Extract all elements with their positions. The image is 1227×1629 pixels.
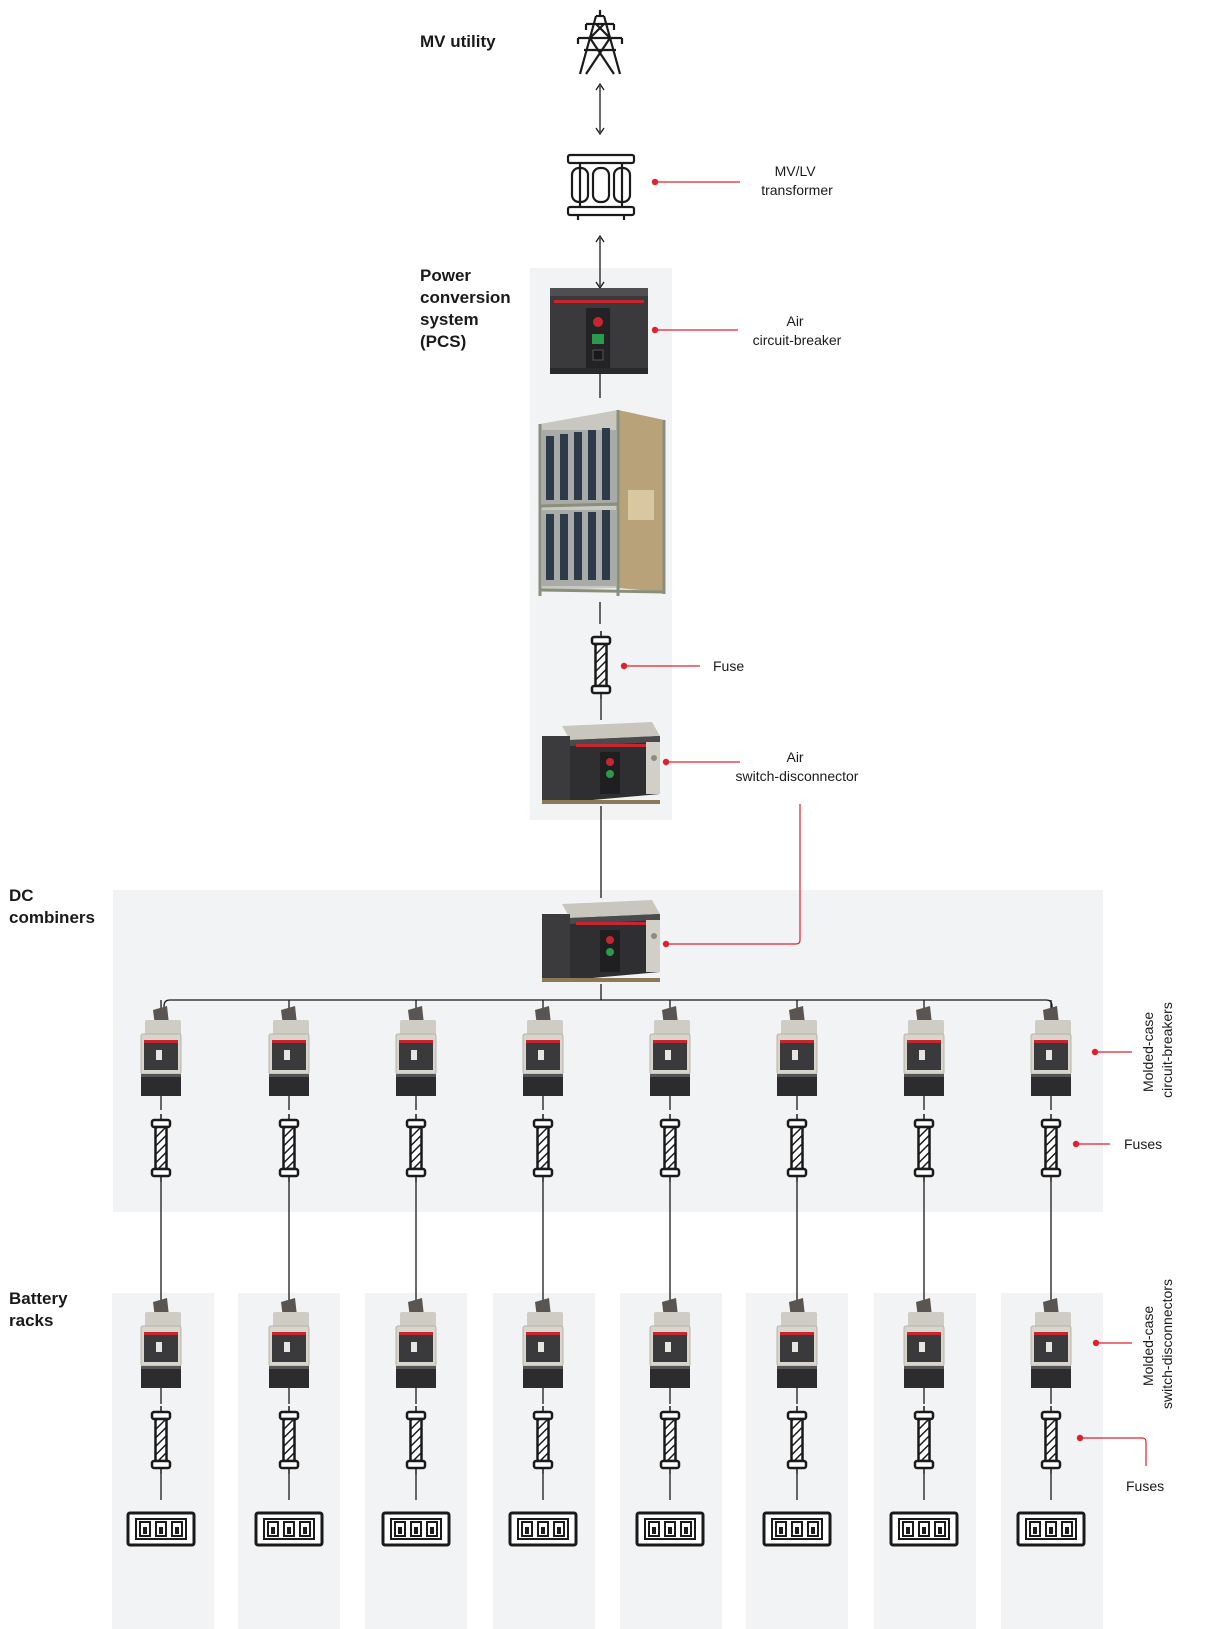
branch-6 [762,1000,832,1547]
fuse-icon [1040,1404,1062,1476]
fuse-icon [405,1112,427,1184]
annotation-dots [620,178,1100,1442]
branch-8 [1016,1000,1086,1547]
fuse-icon [590,629,612,701]
bidirectional-arrow [595,82,605,136]
battery-icon [508,1511,578,1547]
fuse-icon [150,1112,172,1184]
fuse-icon [913,1404,935,1476]
branch-1 [126,1000,196,1547]
label-air-circuit-breaker: Air circuit-breaker [753,313,842,348]
fuse-icon [1040,1112,1062,1184]
air-circuit-breaker [550,288,648,374]
battery-icon [635,1511,705,1547]
battery-icon [381,1511,451,1547]
branch-2 [254,1000,324,1547]
section-title-dc-combiners: DC combiners [9,886,95,927]
fuse-icon [786,1404,808,1476]
fuse-icon [405,1404,427,1476]
label-fuses-combiner: Fuses [1124,1136,1162,1152]
branches [126,1000,1086,1547]
label-fuses-racks: Fuses [1126,1478,1164,1494]
label-molded-case-switch-disconnectors: Molded-case switch-disconnectors [1140,1279,1175,1409]
branch-7 [889,1000,959,1547]
transmission-tower-icon [576,10,624,75]
branch-5 [635,1000,705,1547]
dc-bus-bar [163,999,1053,1012]
battery-icon [1016,1511,1086,1547]
label-transformer: MV/LV transformer [761,163,833,198]
fuse-icon [150,1404,172,1476]
branch-4 [508,1000,578,1547]
fuse-icon [278,1112,300,1184]
battery-rack-panels [112,1293,1103,1629]
fuse-icon [278,1404,300,1476]
label-air-switch-disconnector: Air switch-disconnector [736,749,859,784]
battery-icon [254,1511,324,1547]
fuse-icon [659,1112,681,1184]
label-molded-case-circuit-breakers: Molded-case circuit-breakers [1140,1002,1175,1098]
battery-icon [126,1511,196,1547]
section-title-battery-racks: Battery racks [9,1289,72,1330]
fuse-icon [786,1112,808,1184]
battery-icon [762,1511,832,1547]
section-title-mv-utility: MV utility [420,32,496,51]
transformer-icon [566,153,636,220]
fuse-icon [659,1404,681,1476]
fuse-icon [532,1404,554,1476]
section-title-pcs: Power conversion system (PCS) [420,266,515,351]
fuse-icon [532,1112,554,1184]
branch-3 [381,1000,451,1547]
annotation-leaders [624,181,1147,1466]
label-fuse: Fuse [713,658,744,674]
fuse-icon [913,1112,935,1184]
pcs-inverter-cabinet [538,410,666,596]
battery-icon [889,1511,959,1547]
